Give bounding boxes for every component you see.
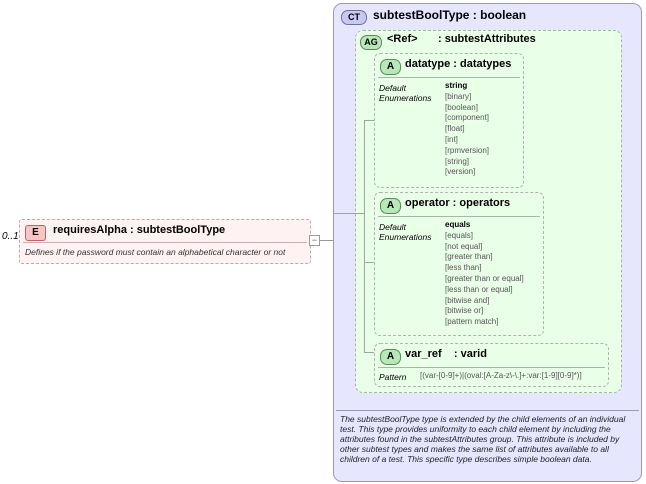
attribute-badge-icon: A	[380, 198, 401, 214]
attribute-badge-icon: A	[380, 349, 401, 365]
enum-value: [bitwise or]	[445, 306, 484, 316]
enumerations-label: Enumerations	[379, 232, 432, 242]
enum-value: [less than or equal]	[445, 284, 513, 294]
complex-type-badge-icon: CT	[341, 10, 367, 25]
attribute-title: var_ref : varid	[405, 348, 487, 360]
attribute-divider	[378, 77, 520, 78]
element-box[interactable]: E requiresAlpha : subtestBoolType Define…	[19, 219, 311, 264]
attribute-group-ref: <Ref>	[387, 33, 418, 45]
enum-value: [float]	[445, 124, 465, 134]
enum-value: [less than]	[445, 263, 482, 273]
tree-root-line	[333, 213, 365, 214]
attribute-title: datatype : datatypes	[405, 58, 512, 70]
attribute-group-badge-icon: AG	[360, 35, 382, 50]
element-documentation: Defines if the password must contain an …	[25, 247, 286, 257]
enum-value: [boolean]	[445, 102, 478, 112]
pattern-value: [(var-[0-9]+)|(oval:[A-Za-z\-\.]+:var:[1…	[420, 371, 582, 380]
tree-vertical-line	[364, 120, 365, 352]
element-title: requiresAlpha : subtestBoolType	[53, 224, 226, 236]
enum-value: [bitwise and]	[445, 295, 490, 305]
attribute-divider	[378, 367, 605, 368]
enum-value: [pattern match]	[445, 317, 499, 327]
attribute-badge-icon: A	[380, 59, 401, 75]
enum-value: [greater than or equal]	[445, 273, 524, 283]
default-value: string	[445, 81, 468, 90]
attribute-operator-box[interactable]: A operator : operators Default Enumerati…	[374, 192, 544, 336]
default-value: equals	[445, 220, 471, 229]
enum-value: [rpmversion]	[445, 145, 490, 155]
pattern-label: Pattern	[379, 372, 407, 382]
enum-value: [binary]	[445, 91, 472, 101]
value-list: string [binary] [boolean] [component] [f…	[445, 81, 489, 178]
attribute-var-ref-box[interactable]: A var_ref : varid Pattern [(var-[0-9]+)|…	[374, 343, 609, 387]
enum-value: [version]	[445, 167, 476, 177]
element-divider	[23, 242, 307, 243]
complex-type-divider	[336, 410, 639, 411]
complex-type-documentation: The subtestBoolType type is extended by …	[340, 414, 626, 464]
default-label: Default	[379, 83, 406, 93]
connector-line	[319, 240, 333, 241]
attribute-datatype-box[interactable]: A datatype : datatypes Default Enumerati…	[374, 53, 524, 188]
complex-type-title: subtestBoolType : boolean	[373, 8, 527, 22]
enum-value: [equals]	[445, 230, 474, 240]
enum-value: [string]	[445, 156, 470, 166]
element-badge-icon: E	[25, 225, 46, 241]
attribute-group-name: : subtestAttributes	[438, 33, 536, 45]
tree-branch-line	[364, 352, 374, 353]
enumerations-label: Enumerations	[379, 93, 432, 103]
enum-value: [int]	[445, 134, 458, 144]
attribute-divider	[378, 216, 540, 217]
multiplicity-label: 0..1	[2, 231, 19, 242]
enum-value: [greater than]	[445, 252, 493, 262]
attribute-title: operator : operators	[405, 197, 511, 209]
default-label: Default	[379, 222, 406, 232]
tree-branch-line	[364, 262, 374, 263]
enum-value: [component]	[445, 113, 490, 123]
value-list: equals [equals] [not equal] [greater tha…	[445, 220, 524, 328]
enum-value: [not equal]	[445, 241, 483, 251]
tree-branch-line	[364, 120, 374, 121]
